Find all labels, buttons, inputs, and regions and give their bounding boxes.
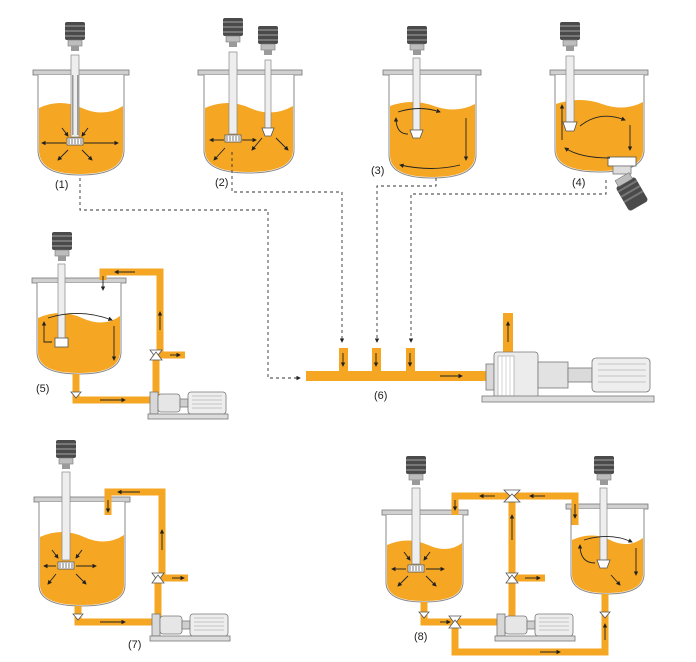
label-2: (2) [215, 177, 228, 189]
mixer-tank-5: (5) [31, 231, 229, 420]
motor-icon [559, 21, 581, 52]
impeller-icon [57, 561, 75, 570]
pump-icon [494, 613, 576, 642]
motor-icon [55, 439, 77, 470]
label-1: (1) [55, 179, 68, 191]
dual-tank-system-8: (8) [381, 455, 649, 656]
bottom-mixer-icon [607, 156, 637, 175]
inline-homogenizer-icon [481, 351, 655, 403]
label-5: (5) [36, 383, 49, 395]
impeller-icon [54, 337, 69, 348]
valve-icon [418, 611, 430, 619]
label-4: (4) [572, 177, 585, 189]
valve-icon [72, 613, 84, 621]
impeller-icon [407, 564, 425, 573]
mixer-tank-2: (2) [197, 17, 303, 189]
motor-icon [51, 231, 73, 262]
mixer-tank-1: (1) [32, 21, 130, 191]
impeller-icon [224, 134, 242, 143]
dashed-flow-lines [79, 152, 607, 381]
propeller-icon [409, 129, 424, 139]
label-7: (7) [128, 639, 141, 651]
pump-icon [147, 391, 229, 420]
pump-icon [149, 613, 231, 642]
mixer-tank-7: (7) [33, 439, 231, 651]
motor-icon [64, 21, 86, 52]
propeller-icon [596, 559, 611, 569]
motor-icon [406, 25, 428, 56]
motor-icon [614, 172, 648, 211]
motor-icon [593, 455, 615, 486]
label-8: (8) [414, 631, 427, 643]
inline-mixer-6: (6) [306, 313, 655, 403]
mixer-tank-3: (3) [371, 25, 482, 179]
valve-icon [70, 391, 82, 399]
label-3: (3) [371, 165, 384, 177]
mixer-tank-4: (4) [549, 21, 649, 211]
motor-icon [222, 17, 244, 48]
propeller-icon [261, 127, 275, 137]
valve-icon [599, 611, 611, 619]
impeller-icon [66, 137, 84, 146]
motor-icon [257, 25, 279, 56]
propeller-icon [562, 121, 578, 132]
motor-icon [405, 455, 427, 486]
label-6: (6) [374, 390, 387, 402]
